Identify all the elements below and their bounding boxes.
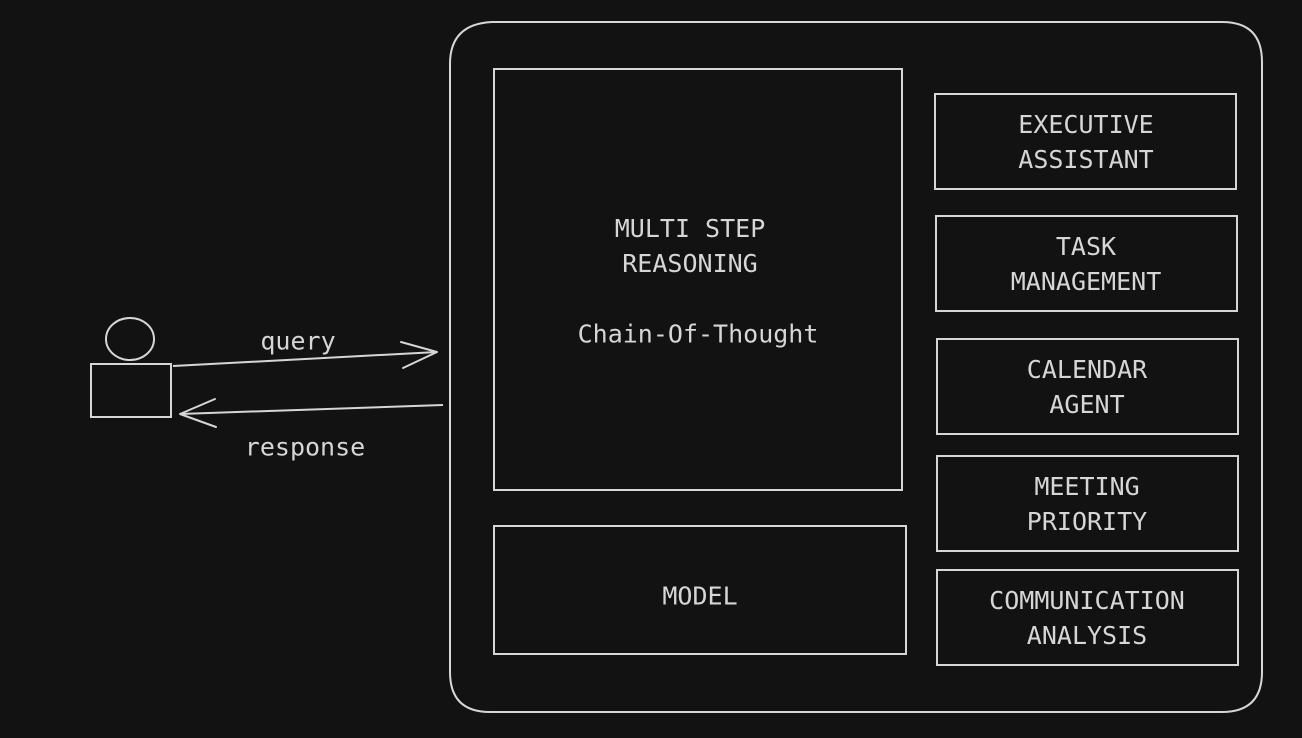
model-label: MODEL	[662, 581, 738, 611]
tool-label-line: EXECUTIVE	[1018, 110, 1154, 139]
tool-label-calendar-agent: CALENDAR AGENT	[1027, 352, 1147, 422]
tool-label-line: MEETING	[1034, 472, 1140, 501]
response-label: response	[244, 432, 366, 462]
model-box	[493, 525, 907, 655]
tool-label-line: ASSISTANT	[1018, 145, 1154, 174]
tool-box-meeting-priority	[936, 455, 1239, 552]
reasoning-subtitle: Chain-Of-Thought	[577, 319, 819, 349]
query-label: query	[260, 326, 336, 356]
tool-label-executive-assistant: EXECUTIVE ASSISTANT	[1018, 107, 1153, 177]
response-arrow-line	[179, 404, 444, 415]
agent-container	[449, 21, 1263, 713]
tool-label-meeting-priority: MEETING PRIORITY	[1027, 469, 1147, 539]
tool-label-line: MANAGEMENT	[1010, 267, 1162, 296]
tool-box-communication-analysis	[936, 569, 1239, 666]
tool-label-line: AGENT	[1049, 390, 1125, 419]
reasoning-title-line-1: MULTI STEP	[614, 214, 766, 243]
response-arrowhead	[179, 398, 217, 428]
tool-label-communication-analysis: COMMUNICATION ANALYSIS	[989, 583, 1185, 653]
tool-label-line: COMMUNICATION	[989, 586, 1185, 615]
tool-box-calendar-agent	[936, 338, 1239, 435]
tool-box-executive-assistant	[934, 93, 1237, 190]
reasoning-title-line-2: REASONING	[622, 249, 758, 278]
tool-box-task-management	[935, 215, 1238, 312]
tool-label-line: TASK	[1055, 232, 1117, 261]
tool-label-task-management: TASK MANAGEMENT	[1011, 229, 1162, 299]
tool-label-line: PRIORITY	[1026, 507, 1148, 536]
user-head-shape	[105, 317, 155, 361]
tool-label-line: ANALYSIS	[1026, 621, 1148, 650]
reasoning-box	[493, 68, 903, 491]
user-body-shape	[90, 363, 172, 418]
tool-label-line: CALENDAR	[1026, 355, 1148, 384]
query-arrowhead	[400, 341, 438, 369]
reasoning-title: MULTI STEP REASONING	[615, 211, 766, 281]
query-arrow-line	[172, 351, 438, 367]
